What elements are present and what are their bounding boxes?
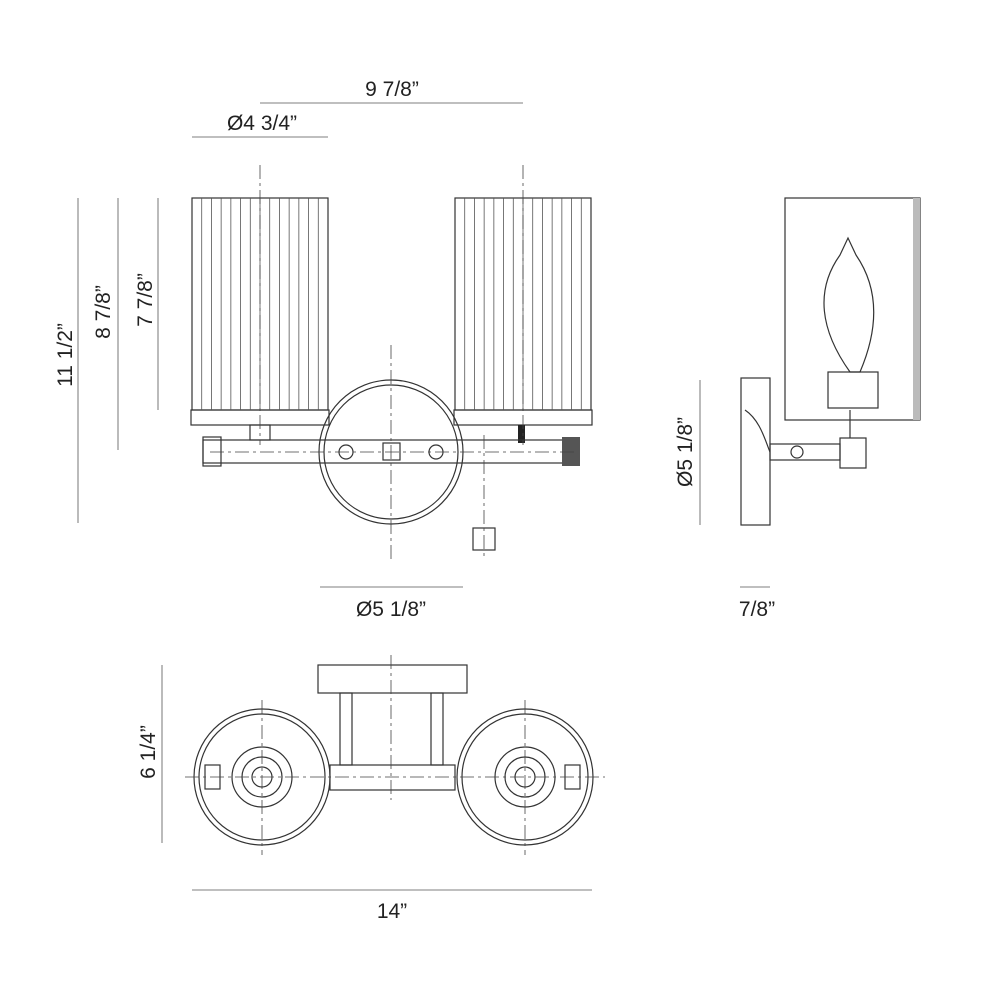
hatched-end-cap (562, 437, 580, 466)
shade-diameter-dimension: Ø4 3/4” (192, 112, 328, 138)
side-view (740, 197, 921, 526)
top-width-dimension: 14” (192, 889, 592, 923)
backplate-diameter-label: Ø5 1/8” (356, 598, 426, 621)
arm-height-label: 8 7/8” (92, 285, 115, 339)
shade-height-dimension: 7 7/8” (134, 198, 159, 410)
front-view (190, 165, 593, 560)
side-diameter-label: Ø5 1/8” (674, 417, 697, 487)
overall-height-dimension: 11 1/2” (54, 198, 79, 523)
front-width-dimension: 9 7/8” (260, 78, 523, 104)
overall-height-label: 11 1/2” (54, 323, 77, 387)
front-width-label: 9 7/8” (365, 78, 419, 101)
top-extension-label: 6 1/4” (137, 725, 160, 779)
top-width-label: 14” (377, 900, 407, 923)
shade-height-label: 7 7/8” (134, 273, 157, 327)
backplate-diameter-dimension: Ø5 1/8” (320, 586, 463, 621)
side-diameter-dimension: Ø5 1/8” (674, 380, 701, 525)
top-view (185, 655, 605, 855)
arm-height-dimension: 8 7/8” (92, 198, 119, 450)
side-depth-label: 7/8” (739, 598, 775, 621)
top-extension-dimension: 6 1/4” (137, 665, 163, 843)
side-depth-dimension: 7/8” (739, 586, 775, 621)
shade-diameter-label: Ø4 3/4” (227, 112, 297, 135)
